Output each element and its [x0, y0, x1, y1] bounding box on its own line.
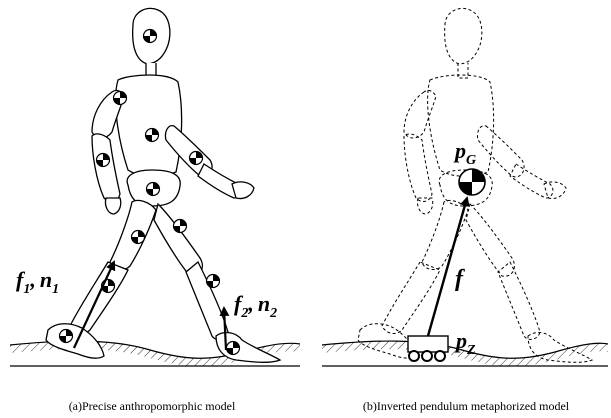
torso-mass-marker-icon	[146, 129, 159, 142]
caption-a: (a)Precise anthropomorphic model	[69, 399, 236, 413]
back-thigh-mass-marker-icon	[132, 231, 145, 244]
force-label-2: f2,n2	[234, 291, 277, 321]
panel-a: f1,n1 f2,n2 (a)Precise anthropomorphic m…	[10, 8, 300, 413]
back-foot-mass-marker-icon	[60, 330, 73, 343]
front-foot-mass-marker-icon	[227, 342, 240, 355]
upper-arm-mass-marker-icon	[114, 92, 127, 105]
front-arm-mass-marker-icon	[190, 152, 203, 165]
forearm-mass-marker-icon	[97, 154, 110, 167]
force-label-1: f1,n1	[16, 267, 59, 297]
cart-body	[408, 336, 448, 352]
hip-mass-marker-icon	[147, 183, 160, 196]
wheel-icon	[409, 351, 445, 361]
caption-b: (b)Inverted pendulum metaphorized model	[363, 399, 570, 413]
cart	[408, 336, 448, 361]
panel-b: pG f pZ (b)Inverted pendulum metaphorize…	[322, 8, 608, 413]
force-arrow-1	[74, 262, 114, 348]
front-thigh-mass-marker-icon	[174, 220, 187, 233]
head-mass-marker-icon	[144, 30, 157, 43]
com-label: pG	[453, 138, 476, 168]
force-label: f	[455, 266, 465, 292]
center-of-mass-marker-icon	[459, 169, 485, 195]
front-shank-mass-marker-icon	[207, 275, 220, 288]
